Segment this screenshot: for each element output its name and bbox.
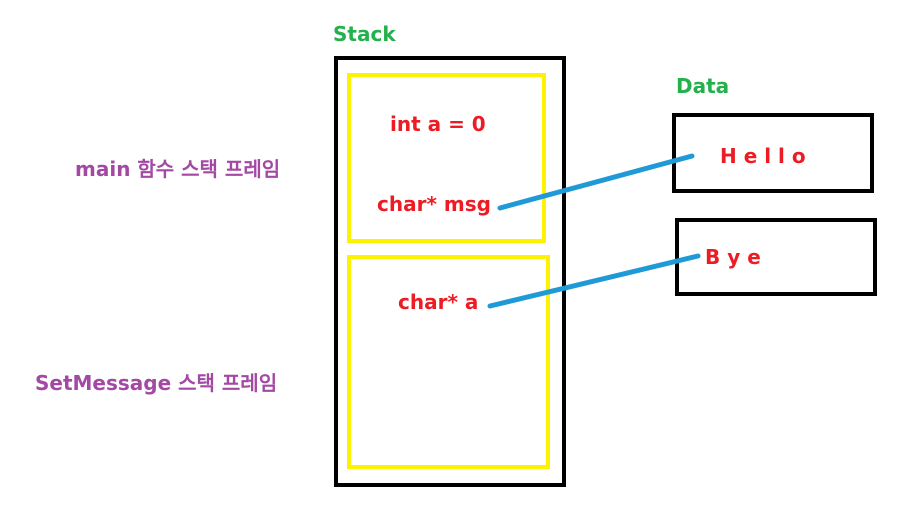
main-int-variable: int a = 0 [390,112,486,136]
data-hello-text: H e l l o [720,144,806,168]
main-stack-frame [347,73,546,243]
data-hello-box [672,113,874,193]
a-to-bye-arrow [487,253,701,309]
stack-box [334,56,566,487]
setmessage-a-pointer: char* a [398,290,479,314]
data-bye-box [675,218,877,296]
main-msg-pointer: char* msg [377,192,491,216]
stack-title: Stack [333,22,396,46]
data-title: Data [676,74,730,98]
main-frame-label: main 함수 스택 프레임 [75,157,281,181]
setmessage-stack-frame [347,255,550,469]
setmessage-frame-label: SetMessage 스택 프레임 [35,371,278,395]
data-bye-text: B y e [705,245,761,269]
msg-to-hello-arrow [497,153,695,211]
